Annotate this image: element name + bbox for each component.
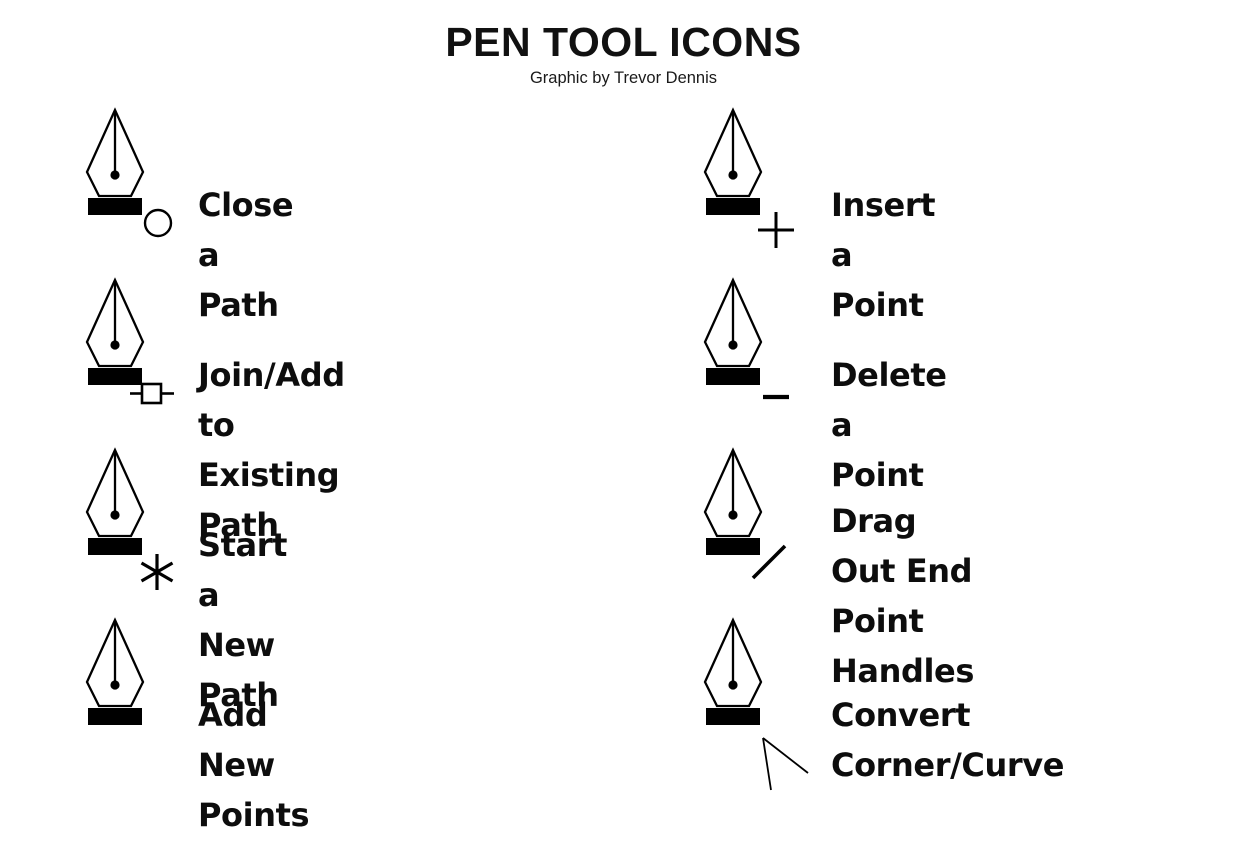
icon-entry-label: Delete a Point bbox=[831, 356, 947, 494]
open-arrow-badge-svg bbox=[762, 737, 809, 791]
header: PEN TOOL ICONS Graphic by Trevor Dennis bbox=[0, 0, 1247, 88]
icon-entry-label: Join/Add to Existing Path bbox=[198, 356, 345, 544]
icon-entry-label: Add New Points to Path bbox=[198, 696, 310, 850]
circle-icon bbox=[143, 208, 173, 238]
open-arrow-icon bbox=[762, 737, 809, 791]
pen-nib-icon bbox=[85, 277, 200, 418]
icon-entry-label: Start a New Path bbox=[198, 526, 288, 714]
pen-nib-icon bbox=[703, 617, 818, 791]
diagonal-slash-icon bbox=[751, 544, 787, 580]
icon-entry-label: Close a Path bbox=[198, 186, 294, 324]
pen-nib-icon bbox=[85, 617, 200, 758]
pen-nib-icon bbox=[85, 447, 200, 590]
page-subtitle-credit: Graphic by Trevor Dennis bbox=[529, 69, 718, 87]
asterisk-icon bbox=[140, 554, 174, 590]
minus-badge-svg bbox=[763, 394, 789, 400]
pen-nib-icon bbox=[703, 277, 818, 418]
circle-badge-svg bbox=[143, 208, 173, 238]
plus-badge-svg bbox=[758, 212, 794, 248]
pen-nib-icon bbox=[85, 107, 200, 248]
plus-icon bbox=[758, 212, 794, 248]
square-anchor-icon bbox=[130, 382, 174, 405]
icon-entry-label: Convert Corner/Curve bbox=[831, 696, 1065, 784]
diagonal-slash-badge-svg bbox=[751, 544, 787, 580]
pen-nib-icon bbox=[703, 107, 818, 248]
icon-entry-label: Drag Out End Point Handles bbox=[831, 502, 974, 690]
icon-entry-label: Insert a Point bbox=[831, 186, 936, 324]
square-anchor-badge-svg bbox=[130, 382, 174, 405]
asterisk-badge-svg bbox=[140, 554, 174, 590]
page-title: PEN TOOL ICONS bbox=[445, 19, 802, 65]
pen-nib-icon bbox=[703, 447, 818, 588]
